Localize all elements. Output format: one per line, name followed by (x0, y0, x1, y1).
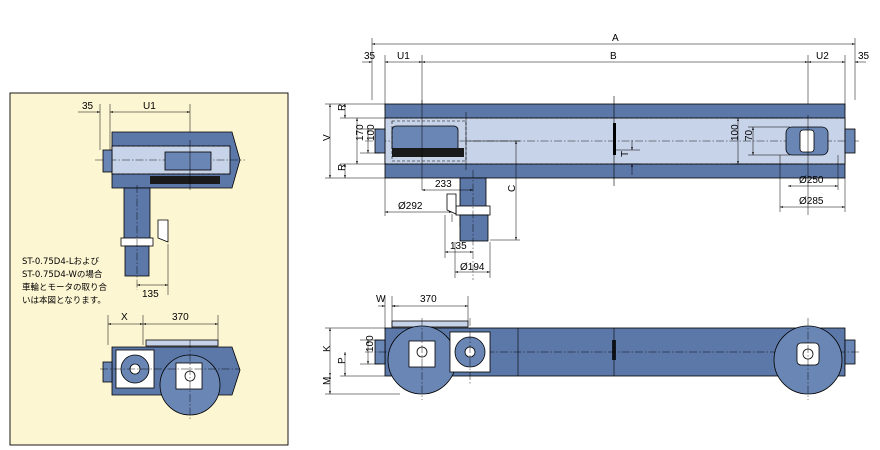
dim-w: W (376, 294, 386, 305)
dim-d292: Ø292 (398, 201, 423, 212)
inset-gear-strip (150, 176, 220, 184)
inset-panel: 35 U1 135 ST-0.75D (9, 92, 289, 446)
inset-note-line-2: ST-0.75D4-Wの場合 (22, 269, 103, 280)
inset-motor-box (157, 219, 169, 243)
dim-233: 233 (435, 179, 452, 190)
dim-u1: U1 (397, 51, 410, 62)
dim-b: B (610, 51, 617, 62)
dim-v: V (322, 134, 333, 141)
inset-dim-135: 135 (142, 289, 159, 300)
main-side-view: W 370 K (322, 294, 860, 400)
dim-35-left: 35 (364, 51, 376, 62)
inset-note-line-4: いは本図となります。 (22, 295, 106, 306)
inset-dim-35: 35 (82, 101, 94, 112)
inset-motor-body (124, 245, 150, 277)
dim-k: K (322, 345, 333, 352)
dim-c: C (507, 185, 518, 192)
inset-side-view: X 370 (100, 312, 241, 420)
motor-box (446, 193, 457, 215)
dim-135: 135 (450, 241, 467, 252)
motor-body (459, 214, 489, 242)
dim-35-right: 35 (858, 51, 870, 62)
dim-t: T (620, 151, 631, 157)
inset-dim-370: 370 (172, 312, 189, 323)
end-stub-right (844, 128, 856, 154)
inset-side-top-plate (145, 339, 219, 347)
dim-r-top: R (337, 104, 348, 111)
dim-p: P (337, 357, 348, 364)
dim-370: 370 (420, 294, 437, 305)
dim-100: 100 (366, 124, 377, 141)
dim-d250: Ø250 (799, 175, 824, 186)
inset-side-end-stub (102, 361, 113, 383)
dim-70: 70 (744, 129, 755, 141)
dim-d194: Ø194 (460, 262, 485, 273)
dim-100-side: 100 (365, 335, 376, 352)
drive-gear-strip (392, 148, 464, 157)
inset-wheel (164, 151, 212, 171)
inset-top-view: 35 U1 135 (78, 101, 245, 300)
main-top-view: A 35 U1 B U2 35 (322, 33, 870, 280)
inset-dim-x: X (121, 312, 128, 323)
dim-d285: Ø285 (799, 196, 824, 207)
inset-note-line-3: 車輪とモータの取り合 (22, 282, 108, 293)
inset-dim-u1: U1 (143, 101, 156, 112)
inset-note: ST-0.75D4-Lおよび ST-0.75D4-Wの場合 車輪とモータの取り合… (22, 257, 108, 306)
dim-r-bottom: R (337, 164, 348, 171)
dim-170: 170 (355, 124, 366, 141)
dim-m: M (322, 377, 333, 385)
dim-u2: U2 (816, 51, 829, 62)
side-top-plate (391, 320, 469, 328)
dim-a: A (612, 33, 619, 44)
inset-note-line-1: ST-0.75D4-Lおよび (22, 257, 100, 267)
inset-end-stub (102, 149, 113, 173)
dim-100-right: 100 (730, 124, 741, 141)
